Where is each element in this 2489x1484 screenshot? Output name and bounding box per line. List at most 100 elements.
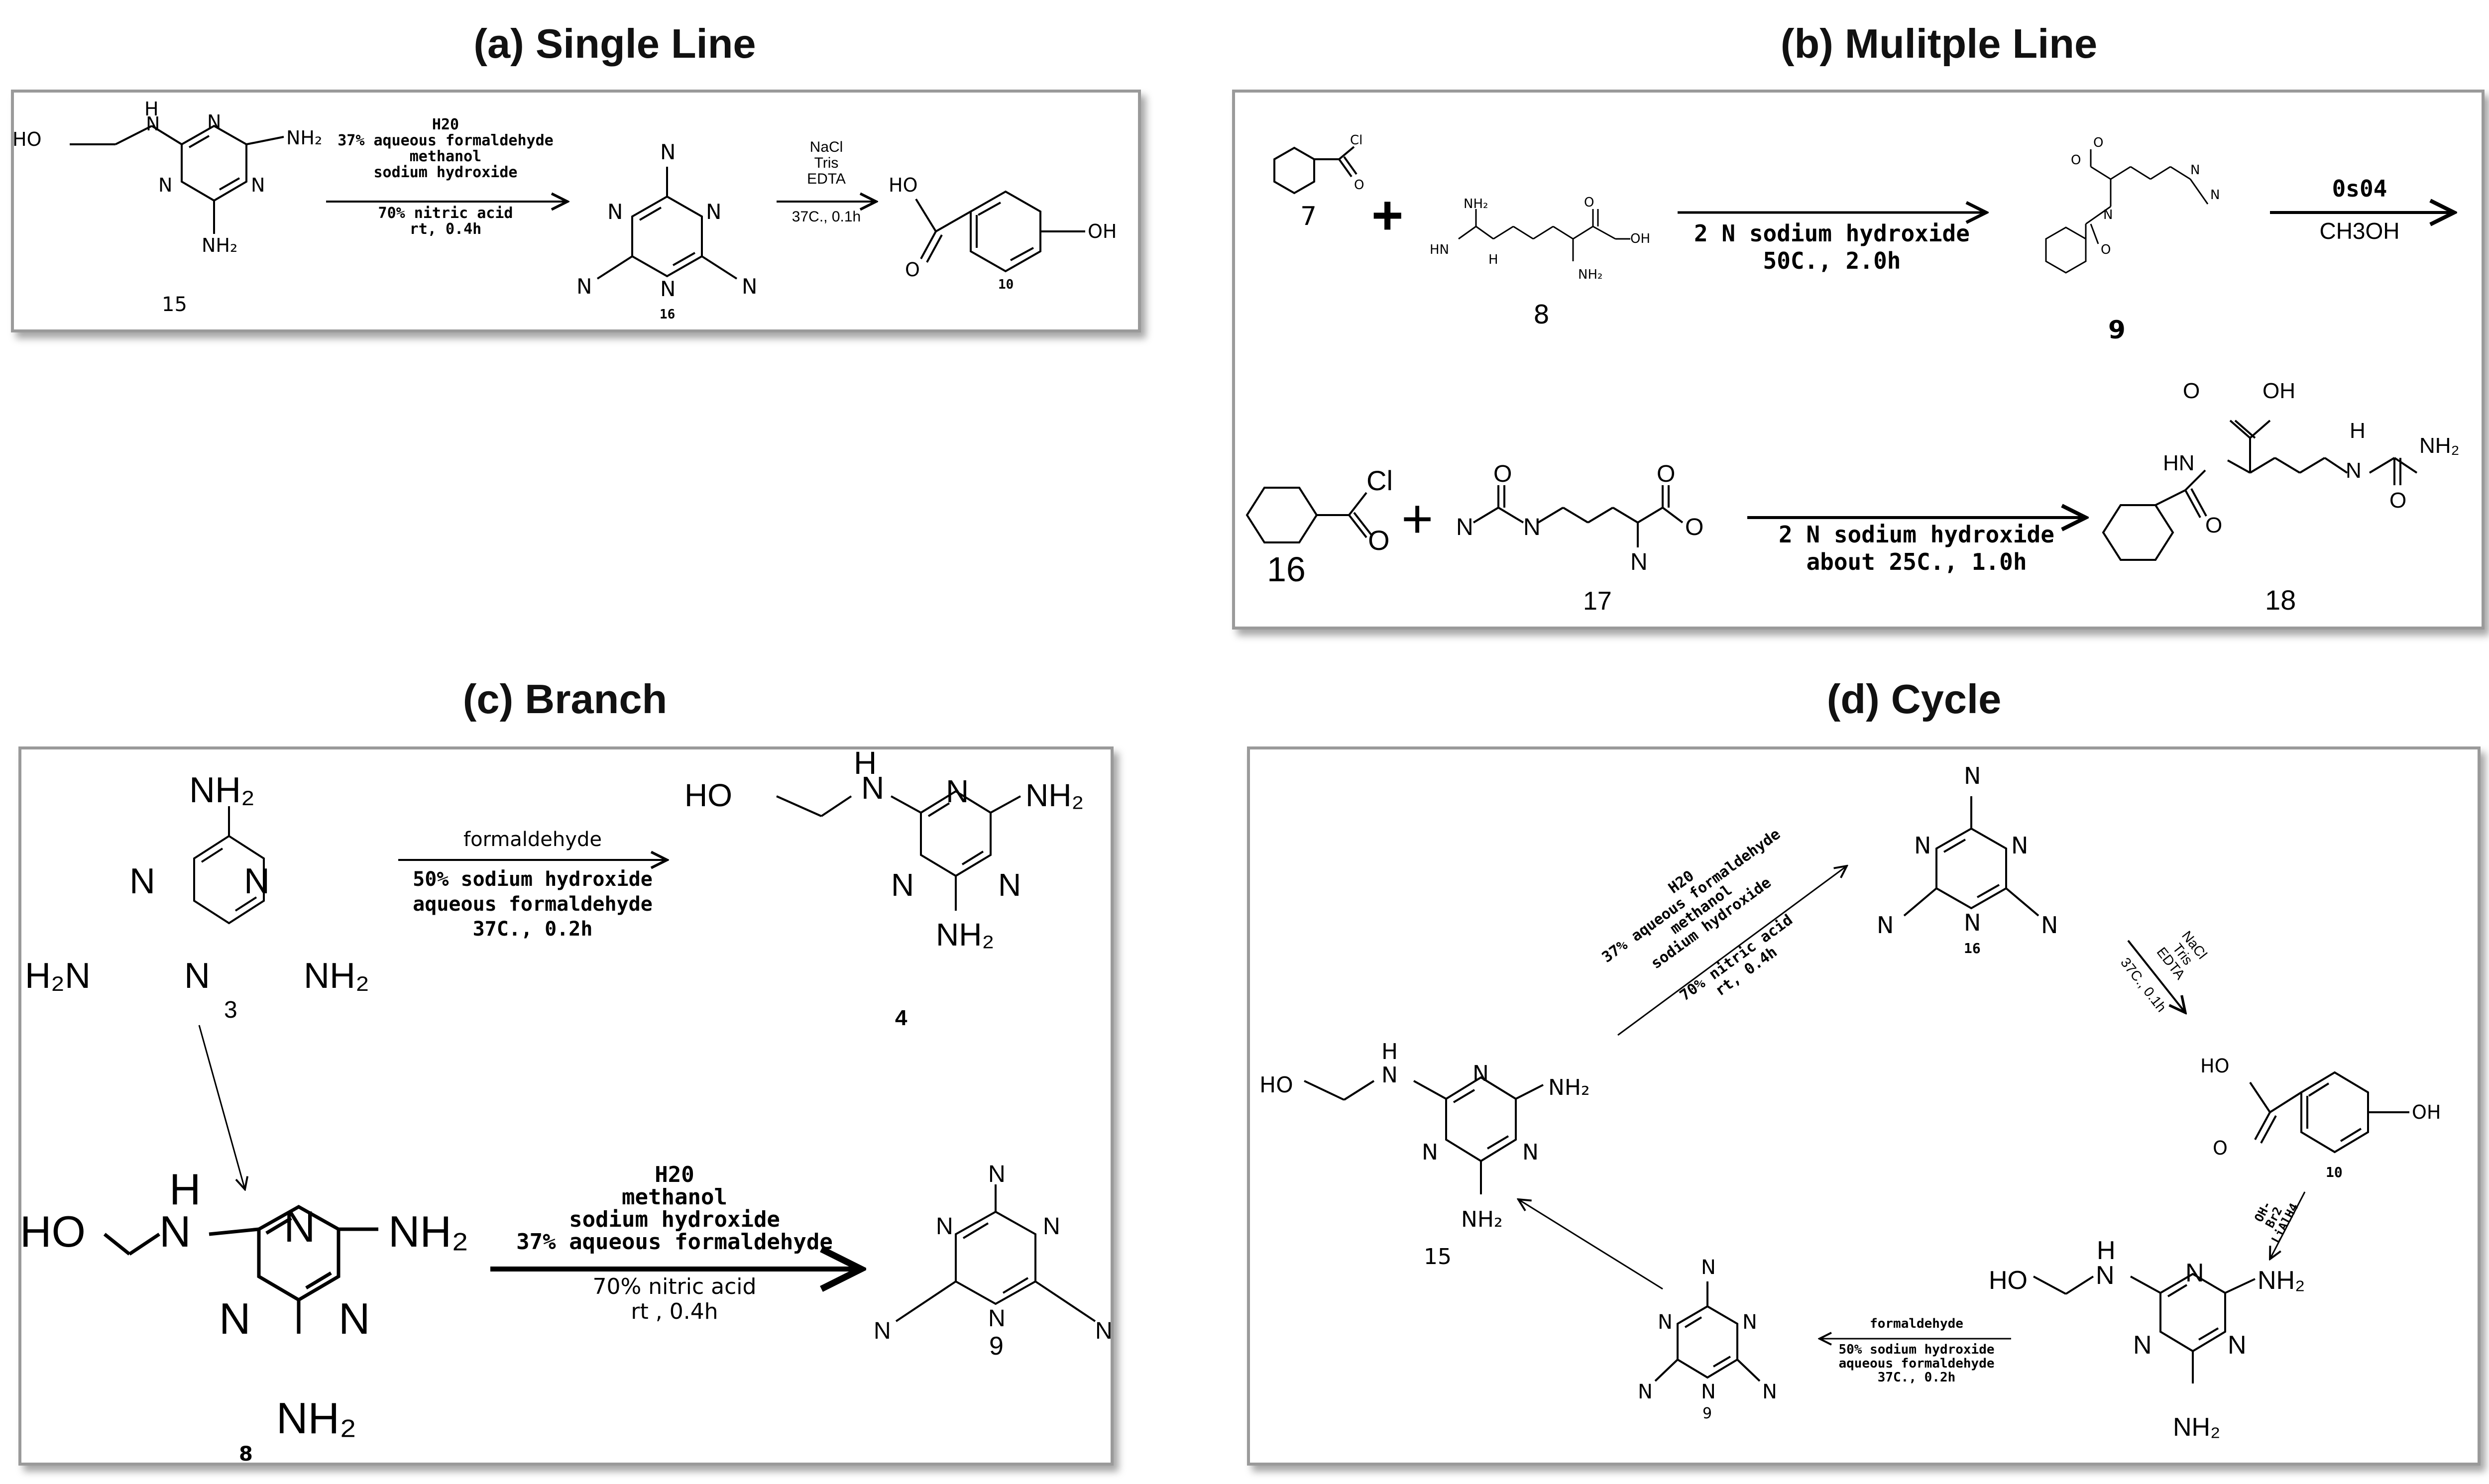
svg-text:O: O <box>2183 379 2200 403</box>
svg-text:NH₂: NH₂ <box>304 956 369 996</box>
svg-text:HO: HO <box>20 1207 86 1256</box>
svg-text:HO: HO <box>2200 1055 2229 1077</box>
molecule-4 <box>776 790 1021 911</box>
svg-text:N: N <box>946 773 969 809</box>
condition-text: 70% nitric acid <box>593 1274 757 1299</box>
svg-text:N: N <box>207 111 221 133</box>
reaction-arrow-2-d <box>2127 940 2185 1013</box>
condition-text: about 25C., 1.0h <box>1806 548 2027 575</box>
svg-text:N: N <box>284 1202 316 1251</box>
svg-text:N: N <box>1701 1380 1716 1403</box>
svg-text:N: N <box>2346 458 2362 483</box>
panel-multiple-line <box>1232 90 2485 630</box>
title-cycle: (d) Cycle <box>1826 676 2002 722</box>
svg-text:N: N <box>2228 1331 2247 1360</box>
svg-text:N: N <box>1638 1380 1653 1403</box>
molecule-10-a <box>915 190 1085 273</box>
compound-number-8: 8 <box>1533 300 1550 330</box>
svg-text:H₂N: H₂N <box>25 956 91 996</box>
svg-text:N: N <box>1658 1311 1673 1334</box>
svg-text:O: O <box>1657 461 1675 487</box>
molecule-15-a <box>70 124 284 234</box>
svg-text:NH₂: NH₂ <box>2419 433 2460 458</box>
svg-text:H: H <box>1488 252 1498 267</box>
svg-text:O: O <box>1685 514 1703 540</box>
svg-text:N: N <box>2041 912 2058 939</box>
svg-text:HN: HN <box>1430 242 1449 257</box>
svg-text:N: N <box>1964 762 1981 789</box>
svg-text:N: N <box>146 113 160 135</box>
svg-text:NH₂: NH₂ <box>1025 777 1084 813</box>
svg-text:Cl: Cl <box>1366 465 1393 496</box>
svg-text:H: H <box>169 1165 201 1214</box>
svg-text:H: H <box>2350 419 2366 443</box>
compound-number-8: 8 <box>239 1443 253 1466</box>
svg-text:NH₂: NH₂ <box>936 917 994 953</box>
condition-text: NaCl <box>810 139 843 155</box>
svg-text:N: N <box>1522 1140 1539 1165</box>
condition-text: 37C., 0.1h <box>792 209 861 225</box>
svg-text:NH₂: NH₂ <box>286 127 322 149</box>
svg-text:N: N <box>1762 1380 1777 1403</box>
svg-text:N: N <box>2210 188 2220 203</box>
condition-text: methanol <box>622 1184 727 1210</box>
condition-text: sodium hydroxide <box>569 1207 780 1232</box>
condition-text: 50% sodium hydroxide <box>413 868 653 891</box>
compound-number-15: 15 <box>162 293 187 316</box>
svg-text:O: O <box>1493 461 1512 487</box>
svg-text:OH: OH <box>2412 1101 2441 1123</box>
svg-text:N: N <box>1456 514 1473 540</box>
svg-text:N: N <box>576 274 592 299</box>
svg-text:N: N <box>1701 1256 1716 1279</box>
svg-text:N: N <box>159 1207 191 1256</box>
svg-text:N: N <box>219 1294 251 1343</box>
svg-text:N: N <box>660 277 676 301</box>
svg-text:O: O <box>1354 178 1364 193</box>
svg-text:N: N <box>244 861 270 901</box>
svg-text:O: O <box>1368 525 1390 556</box>
svg-text:N: N <box>2190 163 2200 178</box>
svg-text:N: N <box>988 1305 1006 1332</box>
compound-number-18: 18 <box>2265 584 2296 616</box>
molecule-9-b <box>2045 149 2209 274</box>
condition-text: 2 N sodium hydroxide <box>1694 220 1970 247</box>
svg-text:H: H <box>854 745 877 781</box>
panel-branch <box>18 746 1114 1466</box>
compound-number-3: 3 <box>224 997 237 1023</box>
svg-text:NH₂: NH₂ <box>189 770 255 810</box>
condition-text: CH3OH <box>2319 218 2399 244</box>
condition-text: formaldehyde <box>463 828 602 851</box>
svg-text:N: N <box>1914 832 1931 859</box>
svg-text:H: H <box>144 98 159 120</box>
title-multiple-line: (b) Mulitple Line <box>1780 20 2098 67</box>
svg-text:N: N <box>861 770 884 806</box>
svg-text:N: N <box>339 1294 370 1343</box>
molecule-3 <box>193 806 265 925</box>
svg-text:N: N <box>1742 1311 1757 1334</box>
condition-text: Tris <box>814 155 839 171</box>
compound-number-15: 15 <box>1424 1244 1452 1270</box>
svg-text:N: N <box>2096 1261 2115 1290</box>
molecule-8 <box>1458 209 1630 261</box>
svg-text:N: N <box>158 174 172 196</box>
svg-text:NH₂: NH₂ <box>2258 1266 2305 1295</box>
svg-text:N: N <box>1630 549 1648 575</box>
molecule-18 <box>2102 420 2418 561</box>
condition-text: rt, 0.4h <box>410 220 482 238</box>
condition-text: EDTA <box>807 171 846 187</box>
svg-text:N: N <box>1523 514 1541 540</box>
svg-text:N: N <box>742 274 757 299</box>
svg-text:O: O <box>2071 153 2081 168</box>
svg-text:OH: OH <box>2263 379 2295 403</box>
svg-text:HO: HO <box>12 128 41 150</box>
molecule-8-c <box>103 1204 378 1334</box>
svg-text:NH₂: NH₂ <box>1461 1207 1503 1232</box>
svg-text:NH₂: NH₂ <box>1578 267 1602 282</box>
svg-text:N: N <box>2103 208 2113 222</box>
svg-text:NH₂: NH₂ <box>2173 1413 2220 1442</box>
compound-number-17: 17 <box>1583 587 1612 616</box>
condition-text: rt , 0.4h <box>631 1299 718 1324</box>
svg-text:N: N <box>1095 1318 1113 1344</box>
condition-text: 50% sodium hydroxide <box>1838 1342 1994 1357</box>
compound-number-16: 16 <box>660 307 675 322</box>
